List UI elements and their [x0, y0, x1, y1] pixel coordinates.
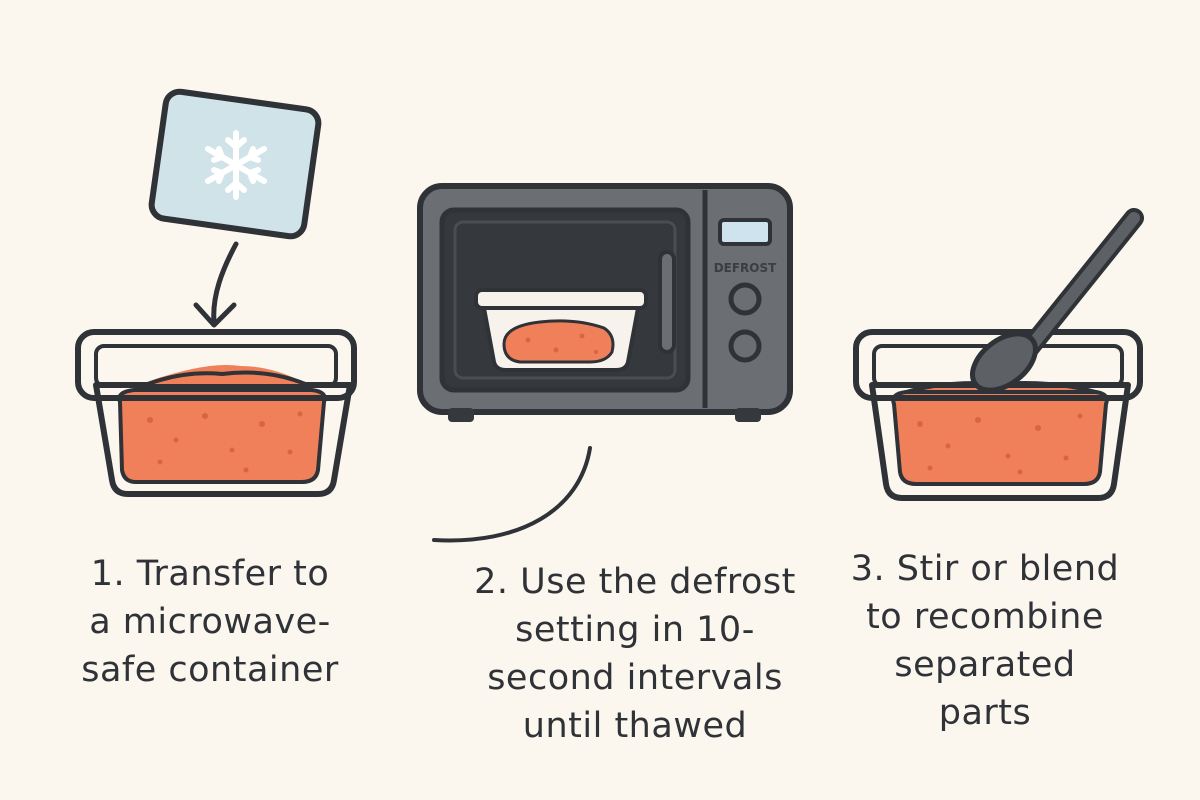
step-1-line-2: a microwave-: [89, 602, 331, 642]
stir-container-icon: [853, 329, 1143, 501]
step-2-caption: 2. Use the defrost setting in 10- second…: [455, 558, 815, 750]
dial-bottom: [728, 329, 762, 363]
dial-top: [728, 282, 762, 316]
container-icon: [75, 329, 357, 497]
step-2-line-3: second intervals: [487, 658, 783, 698]
step-3-line-1: 3. Stir or blend: [850, 549, 1120, 589]
step-3-caption: 3. Stir or blend to recombine separated …: [825, 545, 1145, 737]
microwave-container-icon: [474, 288, 648, 372]
step-3-line-3: separated: [894, 645, 1076, 685]
step-2-line-1: 2. Use the defrost: [474, 562, 796, 602]
curved-line-icon: [432, 446, 592, 543]
step-3-line-4: parts: [938, 693, 1032, 733]
arrow-down-icon: [193, 241, 239, 328]
step-1-line-3: safe container: [81, 650, 339, 690]
step-1-caption: 1. Transfer to a microwave- safe contain…: [60, 550, 360, 694]
snowflake-icon: [205, 130, 267, 200]
spoon-icon: [970, 208, 1144, 393]
defrost-label: DEFROST: [714, 261, 777, 275]
frozen-pack-icon: [148, 88, 322, 240]
step-1-line-1: 1. Transfer to: [90, 554, 330, 594]
step-3-line-2: to recombine: [866, 597, 1104, 637]
microwave-icon: DEFROST: [417, 183, 793, 422]
step-2-line-2: setting in 10-: [515, 610, 755, 650]
step-2-line-4: until thawed: [522, 706, 748, 746]
